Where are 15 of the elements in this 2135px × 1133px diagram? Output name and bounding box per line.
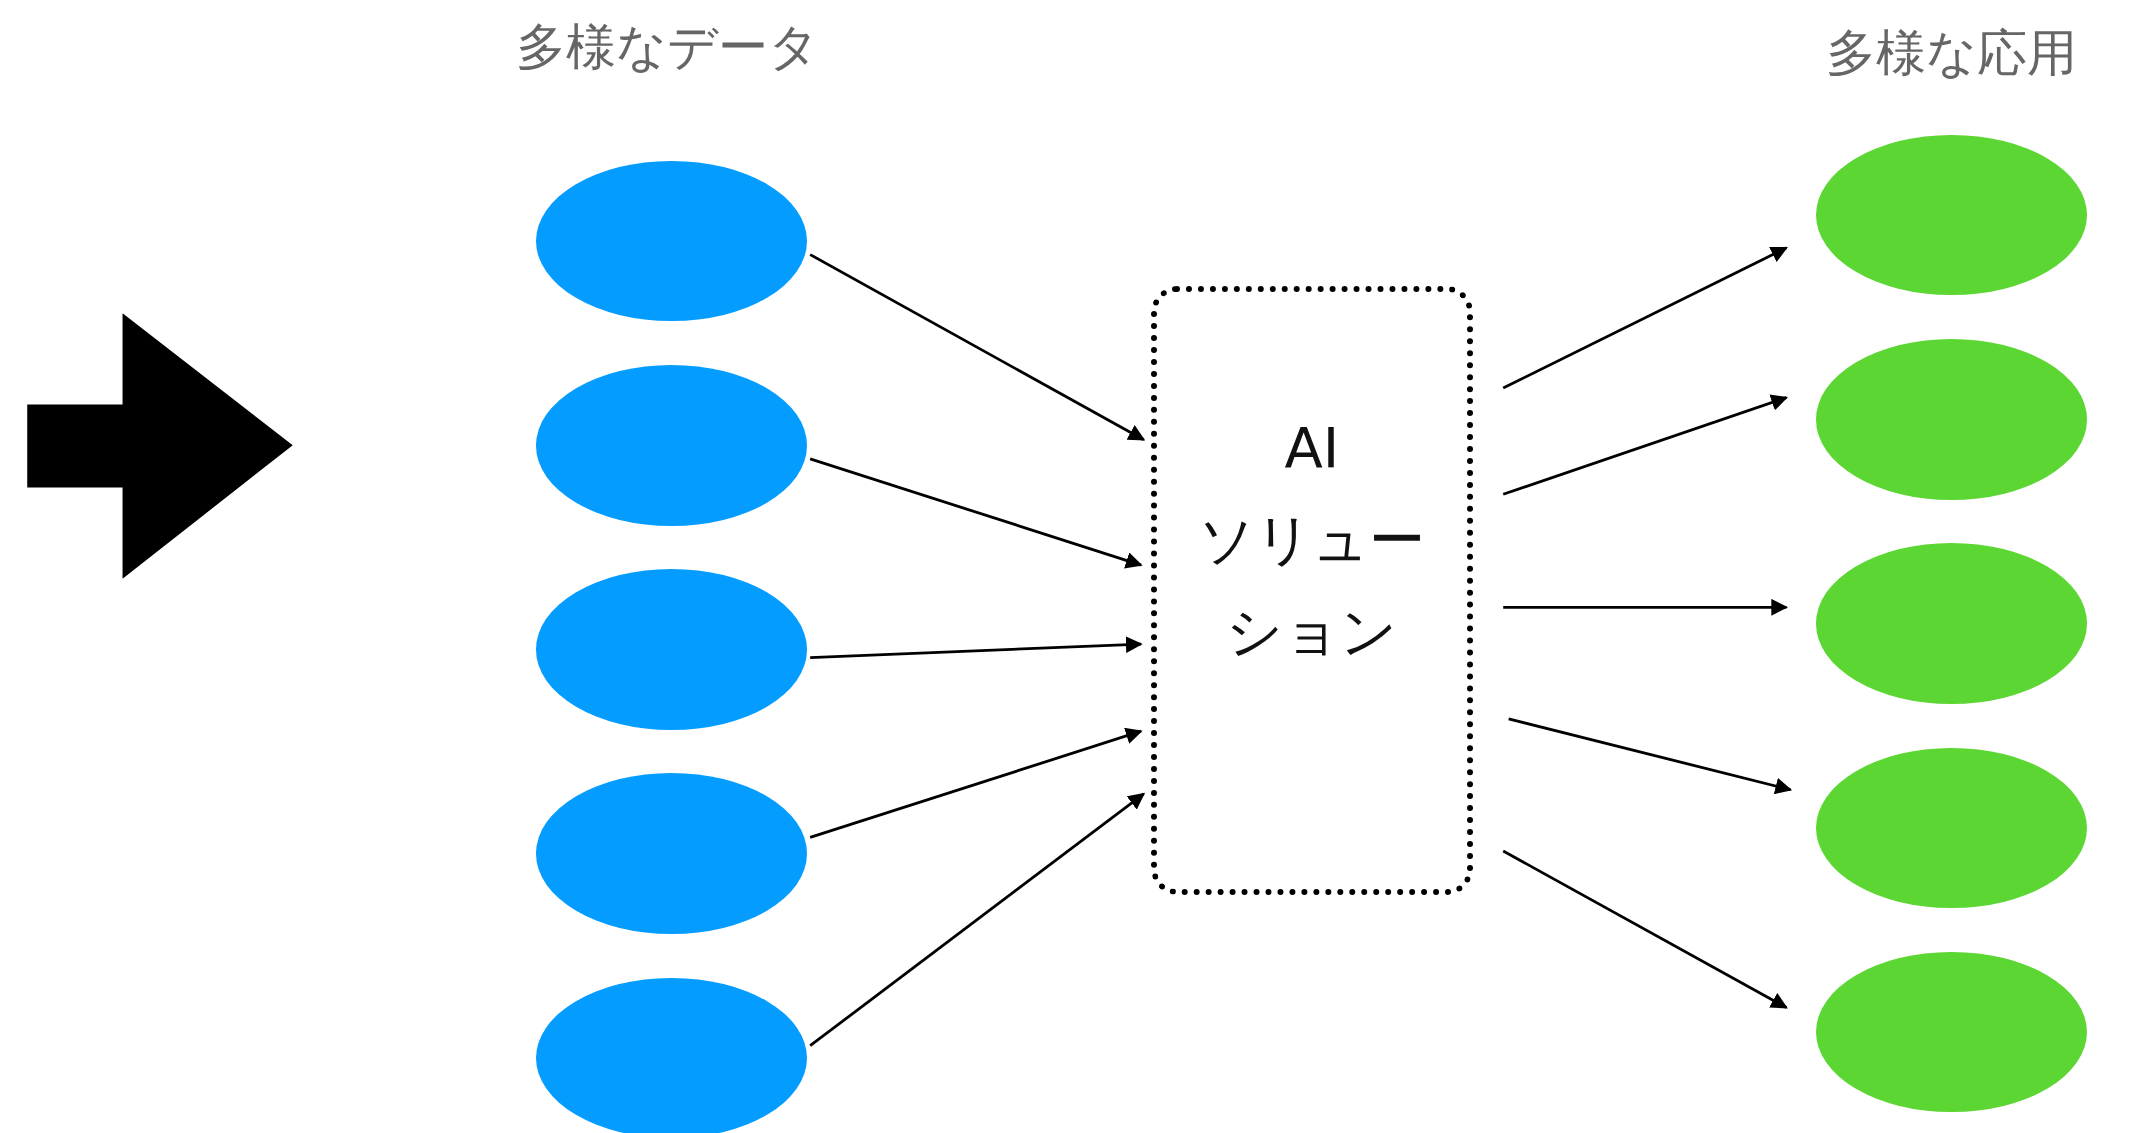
arrow: [1502, 394, 1788, 496]
column-heading: 多様な応用: [1825, 23, 2077, 85]
arrow: [809, 457, 1143, 569]
arrow: [809, 792, 1146, 1047]
arrow: [809, 727, 1143, 839]
box-text: ソリューション: [1197, 506, 1427, 667]
column-heading: 多様なデータ: [515, 16, 819, 78]
arrow: [809, 253, 1146, 442]
box-heading: AI: [1284, 414, 1340, 483]
process-box: [1150, 285, 1474, 895]
arrow: [1502, 246, 1788, 390]
arrow: [1502, 849, 1788, 1009]
arrow: [1503, 598, 1789, 616]
arrow: [810, 636, 1143, 660]
arrow: [1508, 717, 1793, 795]
